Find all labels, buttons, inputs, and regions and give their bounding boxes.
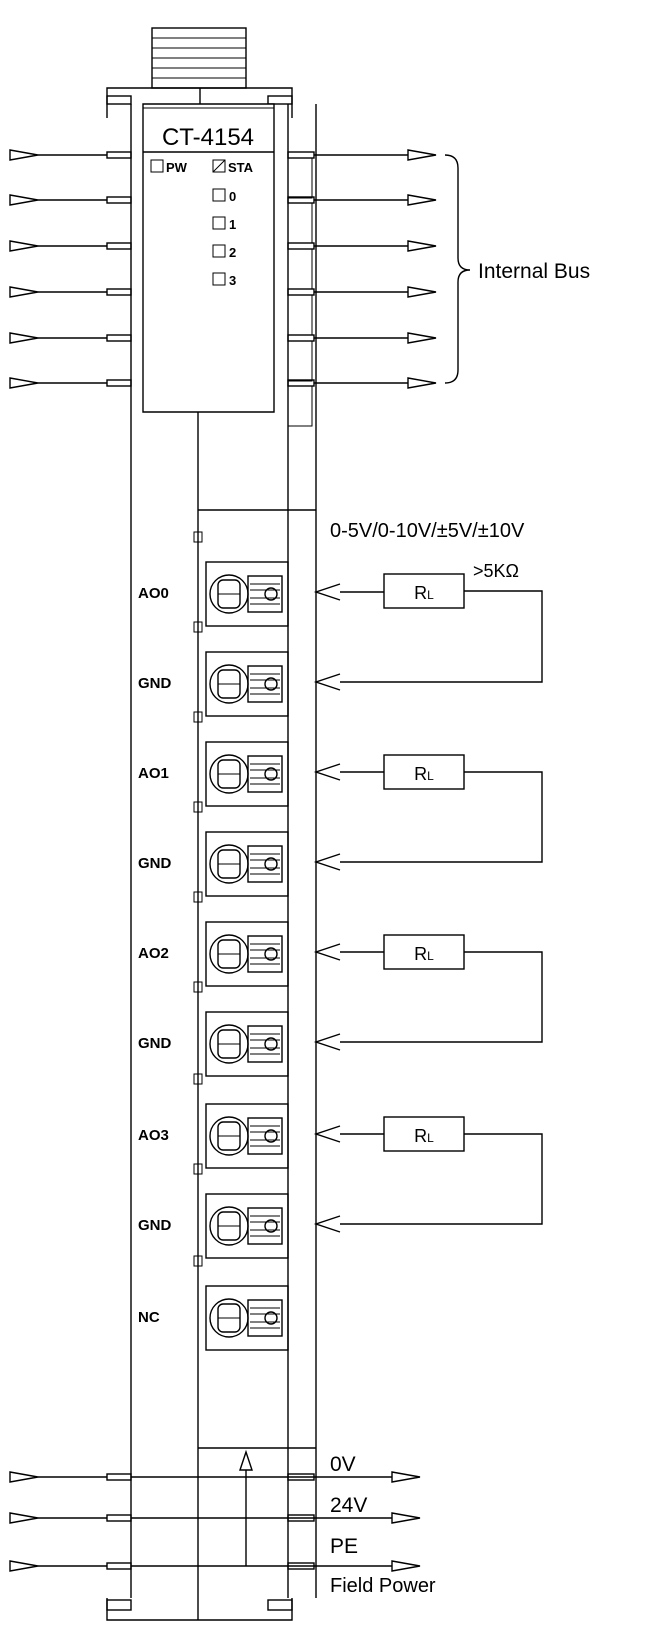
bus-line-0 (9, 149, 437, 199)
channel-led-label-3: 3 (229, 273, 236, 288)
field-line-0 (9, 1471, 421, 1483)
load-resistor-0: RL (383, 573, 465, 609)
load-wire-3 (340, 1133, 543, 1225)
rail-0v-label: 0V (330, 1453, 356, 1476)
bus-line-3 (9, 286, 437, 336)
module-model: CT-4154 (162, 124, 254, 151)
terminal-1: GND (138, 621, 341, 717)
channel-led-2 (212, 244, 226, 258)
terminal-7: GND (138, 1163, 341, 1259)
status-led-label: STA (228, 160, 254, 175)
internal-bus-label: Internal Bus (478, 260, 590, 283)
channel-led-label-2: 2 (229, 245, 236, 260)
field-line-1 (9, 1512, 421, 1524)
load-resistor-label-1: RL (414, 764, 434, 784)
terminal-label-1: GND (138, 675, 172, 692)
terminal-4: AO2 (138, 891, 341, 987)
field-power-lines (9, 1471, 421, 1572)
channel-led-1 (212, 216, 226, 230)
load-resistor-label-3: RL (414, 1126, 434, 1146)
channel-led-label-0: 0 (229, 189, 236, 204)
terminal-label-4: AO2 (138, 945, 169, 962)
channel-led-3 (212, 272, 226, 286)
terminal-label-0: AO0 (138, 585, 169, 602)
bus-line-4 (9, 332, 437, 382)
load-resistor-2: RL (383, 934, 465, 970)
label-panel: CT-4154 PW STA 0 1 2 3 (142, 103, 275, 413)
channel-led-label-1: 1 (229, 217, 236, 232)
output-range-label: 0-5V/0-10V/±5V/±10V (330, 520, 525, 542)
load-resistor-3: RL (383, 1116, 465, 1152)
bus-line-2 (9, 240, 437, 290)
status-led (212, 159, 226, 173)
terminal-label-5: GND (138, 1035, 172, 1052)
terminal-0: AO0 (138, 531, 341, 627)
terminal-label-2: AO1 (138, 765, 169, 782)
power-led-label: PW (166, 160, 188, 175)
terminal-8: NC (138, 1255, 289, 1351)
internal-bus-brace (444, 154, 471, 384)
terminal-label-7: GND (138, 1217, 172, 1234)
terminal-6: AO3 (138, 1073, 341, 1169)
terminal-3: GND (138, 801, 341, 897)
load-wire-1 (340, 771, 543, 863)
load-resistor-label-0: RL (414, 583, 434, 603)
load-resistor-label-2: RL (414, 944, 434, 964)
bus-line-5 (9, 377, 437, 427)
terminal-5: GND (138, 981, 341, 1077)
terminal-2: AO1 (138, 711, 341, 807)
top-connector (151, 27, 247, 89)
rail-pe-label: PE (330, 1535, 358, 1558)
terminal-label-8: NC (138, 1309, 160, 1326)
bus-line-1 (9, 194, 437, 244)
field-power-label: Field Power (330, 1575, 436, 1597)
power-led (150, 159, 164, 173)
terminal-label-3: GND (138, 855, 172, 872)
terminal-label-6: AO3 (138, 1127, 169, 1144)
internal-bus-lines (9, 149, 437, 427)
channel-led-0 (212, 188, 226, 202)
rail-24v-label: 24V (330, 1494, 367, 1517)
load-wire-0 (340, 590, 543, 683)
load-wire-2 (340, 951, 543, 1043)
field-line-2 (9, 1560, 421, 1572)
load-resistor-1: RL (383, 754, 465, 790)
pe-arrow (239, 1449, 253, 1566)
load-min-label: >5KΩ (473, 561, 519, 581)
